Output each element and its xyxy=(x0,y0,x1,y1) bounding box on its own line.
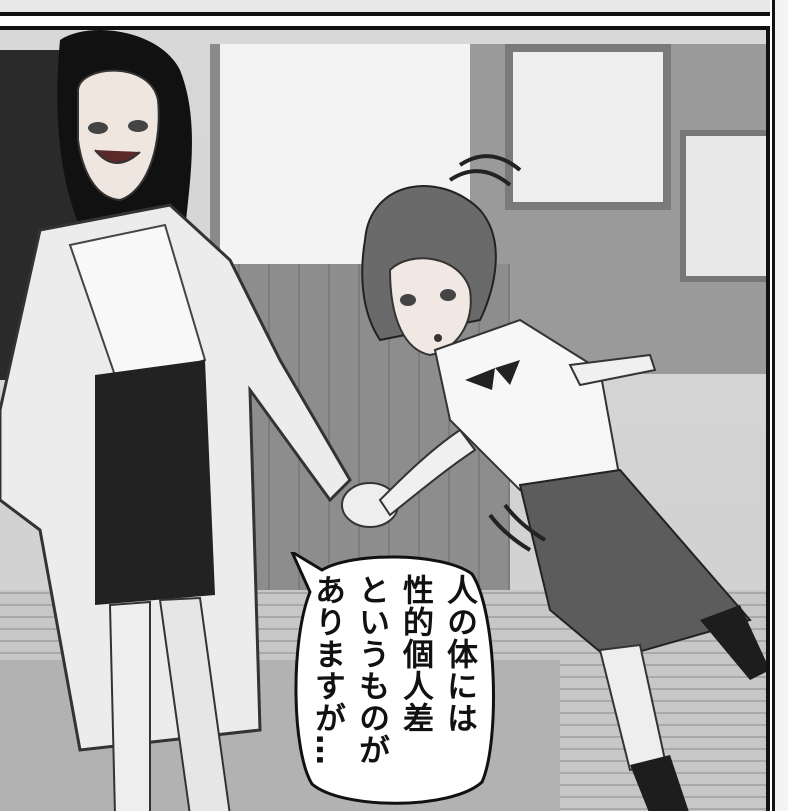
comic-panel: 人の体には 性的個人差 というものが ありますが… xyxy=(0,26,770,811)
speech-line-3: というものが xyxy=(353,574,389,766)
upper-panel-edge xyxy=(0,0,770,16)
speech-text: 人の体には 性的個人差 というものが ありますが… xyxy=(282,552,504,810)
door-side-window xyxy=(680,130,766,282)
speech-bubble xyxy=(290,552,495,805)
teacher-illustration xyxy=(0,30,399,811)
student-illustration xyxy=(361,154,766,811)
door-window xyxy=(505,44,671,210)
speech-line-1: 人の体には xyxy=(441,574,477,734)
motion-lines xyxy=(448,154,522,187)
speech-line-2: 性的個人差 xyxy=(397,574,433,734)
speech-line-4: ありますが… xyxy=(309,574,345,766)
adjacent-panel-edge xyxy=(772,0,788,811)
